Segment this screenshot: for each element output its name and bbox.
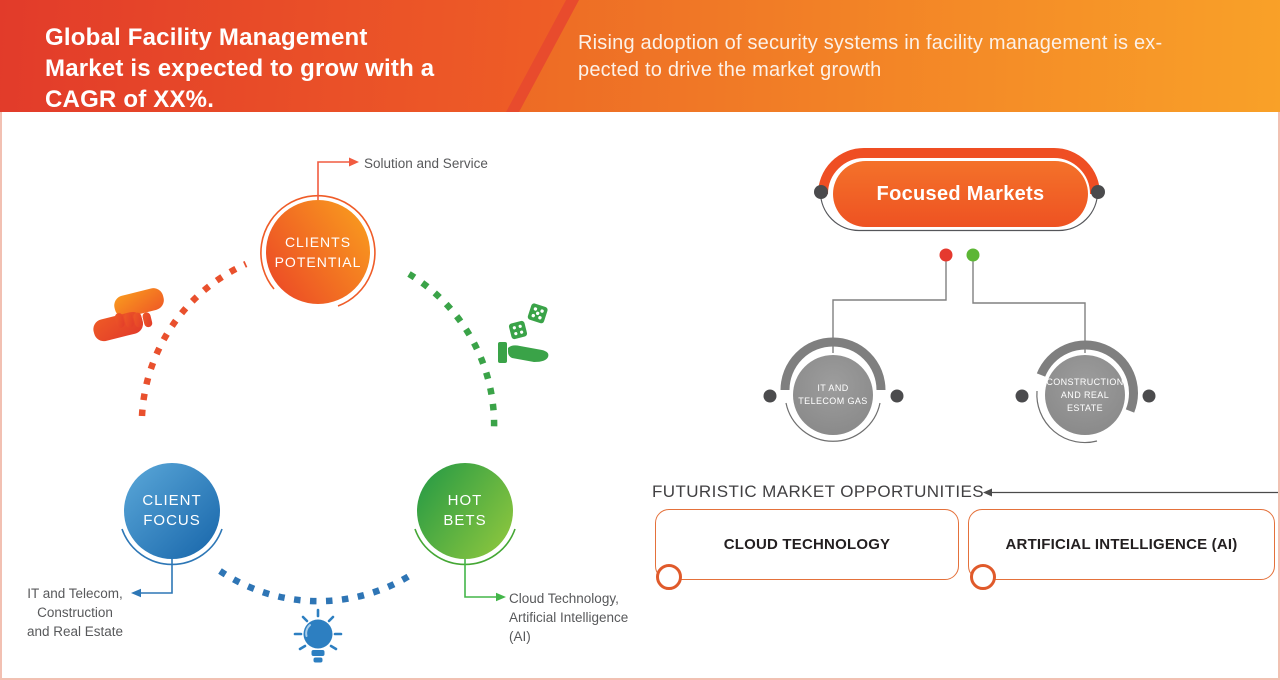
client-focus-connector: [131, 559, 173, 598]
market-node-label-line: TELECOM GAS: [798, 396, 868, 406]
market-node-it-telecom: IT AND TELECOM GAS: [793, 355, 873, 435]
market-node-label-line: CONSTRUCTION: [1046, 376, 1124, 387]
branch-line-left: [832, 261, 947, 353]
banner-left-panel: [0, 0, 566, 112]
clients-potential-connector: [317, 157, 359, 200]
hot-bets-circle: HOT BETS: [417, 463, 513, 559]
client-focus-callout-line: and Real Estate: [26, 624, 124, 639]
box-corner-ring: [970, 564, 996, 590]
hot-bets-label-line: BETS: [443, 512, 487, 529]
blue-dotted-arc: [218, 568, 416, 605]
ai-box: ARTIFICIAL INTELLIGENCE (AI): [968, 509, 1275, 580]
hot-bets-callout-line: Artificial Intelligence: [509, 610, 629, 625]
banner-subtitle-line: pected to drive the market growth: [578, 59, 882, 81]
banner-subtitle: Rising adoption of security systems in f…: [578, 30, 1162, 84]
branch-line-right: [972, 261, 1086, 353]
futuristic-heading: FUTURISTIC MARKET OPPORTUNITIES: [652, 482, 984, 501]
client-focus-label-line: CLIENT: [142, 492, 202, 509]
client-focus-label-line: FOCUS: [143, 512, 201, 529]
hot-bets-callout-line: (AI): [509, 629, 531, 644]
ai-label: ARTIFICIAL INTELLIGENCE (AI): [1005, 536, 1238, 553]
clients-potential-label-line: CLIENTS: [284, 234, 352, 250]
client-focus-callout-line: Construction: [37, 605, 113, 620]
box-corner-ring: [656, 564, 682, 590]
clients-potential-circle: CLIENTS POTENTIAL: [266, 200, 370, 304]
banner-title-line: Market is expected to grow with a: [45, 55, 435, 82]
green-dotted-arc: [407, 271, 498, 432]
focused-markets-pill: Focused Markets: [833, 161, 1088, 227]
client-focus-circle: CLIENT FOCUS: [124, 463, 220, 559]
client-focus-callout-line: IT and Telecom,: [27, 586, 123, 601]
lightbulb-icon: [293, 608, 343, 663]
hot-bets-label-line: HOT: [447, 492, 483, 509]
dice-in-hand-icon: [498, 303, 549, 363]
market-node-construction: CONSTRUCTION AND REAL ESTATE: [1045, 355, 1125, 435]
pill-side-dot-right: [1091, 185, 1105, 199]
cloud-technology-box: CLOUD TECHNOLOGY: [655, 509, 959, 580]
solution-service-callout: Solution and Service: [364, 156, 488, 171]
market-node-label-line: AND REAL ESTATE: [1060, 389, 1110, 413]
cloud-technology-label: CLOUD TECHNOLOGY: [723, 536, 891, 553]
market-node-label-line: IT AND: [817, 383, 849, 393]
focused-markets-label: Focused Markets: [876, 182, 1045, 205]
pill-side-dot-left: [814, 185, 828, 199]
handshake-icon: [93, 288, 164, 342]
hot-bets-callout-line: Cloud Technology,: [509, 591, 619, 606]
banner-title-line: Global Facility Management: [45, 24, 368, 51]
orange-dotted-arc: [138, 261, 248, 417]
banner-subtitle-line: Rising adoption of security systems in f…: [578, 32, 1163, 54]
clients-potential-label-line: POTENTIAL: [274, 254, 362, 270]
banner-title: Global Facility Management Market is exp…: [45, 22, 434, 115]
green-branch-dot: [966, 248, 980, 262]
heading-arrow: [983, 488, 1280, 497]
hot-bets-connector: [464, 559, 506, 602]
hot-bets-callout: Cloud Technology, Artificial Intelligenc…: [509, 589, 628, 646]
banner: Global Facility Management Market is exp…: [0, 0, 1280, 115]
client-focus-callout: IT and Telecom, Construction and Real Es…: [14, 584, 136, 641]
banner-title-line: CAGR of XX%.: [45, 86, 215, 113]
red-branch-dot: [939, 248, 953, 262]
